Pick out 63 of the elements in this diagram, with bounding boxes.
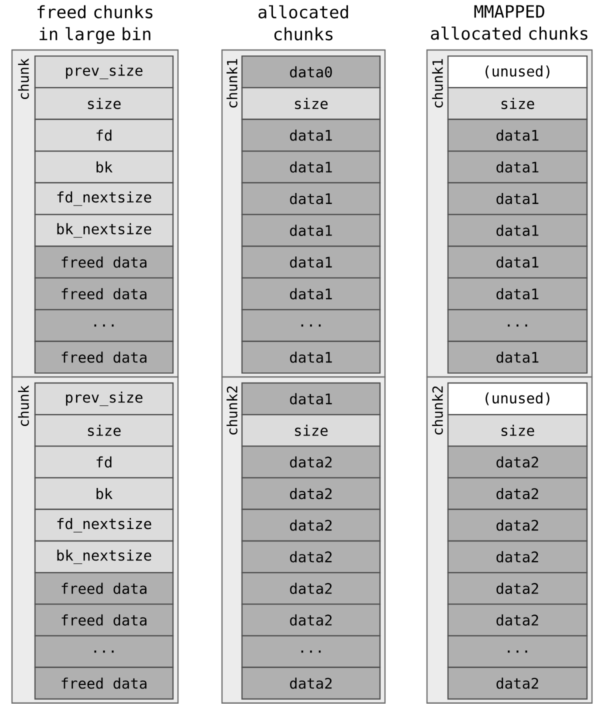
field-cell: data2 [241, 604, 381, 636]
field-cell: data2 [447, 540, 588, 574]
field-cell: prev_size [34, 55, 174, 88]
field-cell: ... [34, 635, 174, 668]
field-cell: size [241, 414, 381, 447]
field-cell: data2 [447, 666, 588, 700]
field-cell: fd [34, 118, 174, 152]
field-cell: data1 [447, 214, 588, 247]
field-cell: size [447, 87, 588, 120]
field-cell: freed data [34, 604, 174, 636]
column-title: allocated chunks [258, 5, 348, 40]
field-cell: data1 [447, 150, 588, 184]
field-cell: ... [447, 309, 588, 342]
field-cell: data1 [241, 182, 381, 216]
field-cell: data2 [241, 477, 381, 510]
field-cell: data2 [241, 666, 381, 700]
field-cell: size [447, 414, 588, 447]
field-cell: ... [241, 309, 381, 342]
field-cell: data1 [447, 118, 588, 152]
field-cell: size [34, 87, 174, 120]
field-cell: data1 [241, 118, 381, 152]
field-cell: data2 [447, 508, 588, 542]
field-cell: freed data [34, 340, 174, 374]
field-cell: bk [34, 150, 174, 184]
field-cell: bk_nextsize [34, 540, 174, 574]
field-cell: freed data [34, 666, 174, 700]
column-title: freed chunks in large bin [38, 5, 152, 44]
field-cell: data2 [241, 446, 381, 478]
field-cell: size [241, 87, 381, 120]
field-cell: data1 [447, 182, 588, 216]
field-cell: prev_size [34, 382, 174, 416]
field-cell: (unused) [447, 382, 588, 416]
field-cell: data2 [241, 572, 381, 605]
field-cell: bk [34, 477, 174, 510]
field-cell: ... [241, 635, 381, 668]
field-cell: fd [34, 446, 174, 478]
field-cell: (unused) [447, 55, 588, 88]
field-cell: data2 [241, 508, 381, 542]
column-title: MMAPPED allocated chunks [431, 5, 588, 40]
field-cell: bk_nextsize [34, 214, 174, 247]
field-cell: data1 [447, 277, 588, 310]
field-cell: data1 [241, 382, 381, 416]
field-cell: fd_nextsize [34, 182, 174, 216]
field-cell: data2 [447, 477, 588, 510]
field-cell: data0 [241, 55, 381, 88]
field-cell: data2 [447, 572, 588, 605]
field-cell: data1 [241, 150, 381, 184]
field-cell: data1 [241, 340, 381, 374]
field-cell: size [34, 414, 174, 447]
field-cell: freed data [34, 277, 174, 310]
field-cell: ... [34, 309, 174, 342]
field-cell: freed data [34, 246, 174, 279]
field-cell: data1 [447, 340, 588, 374]
field-cell: data2 [447, 446, 588, 478]
field-cell: data1 [241, 277, 381, 310]
field-cell: data1 [241, 214, 381, 247]
field-cell: freed data [34, 572, 174, 605]
field-cell: ... [447, 635, 588, 668]
field-cell: data2 [447, 604, 588, 636]
field-cell: fd_nextsize [34, 508, 174, 542]
field-cell: data1 [447, 246, 588, 279]
field-cell: data1 [241, 246, 381, 279]
field-cell: data2 [241, 540, 381, 574]
